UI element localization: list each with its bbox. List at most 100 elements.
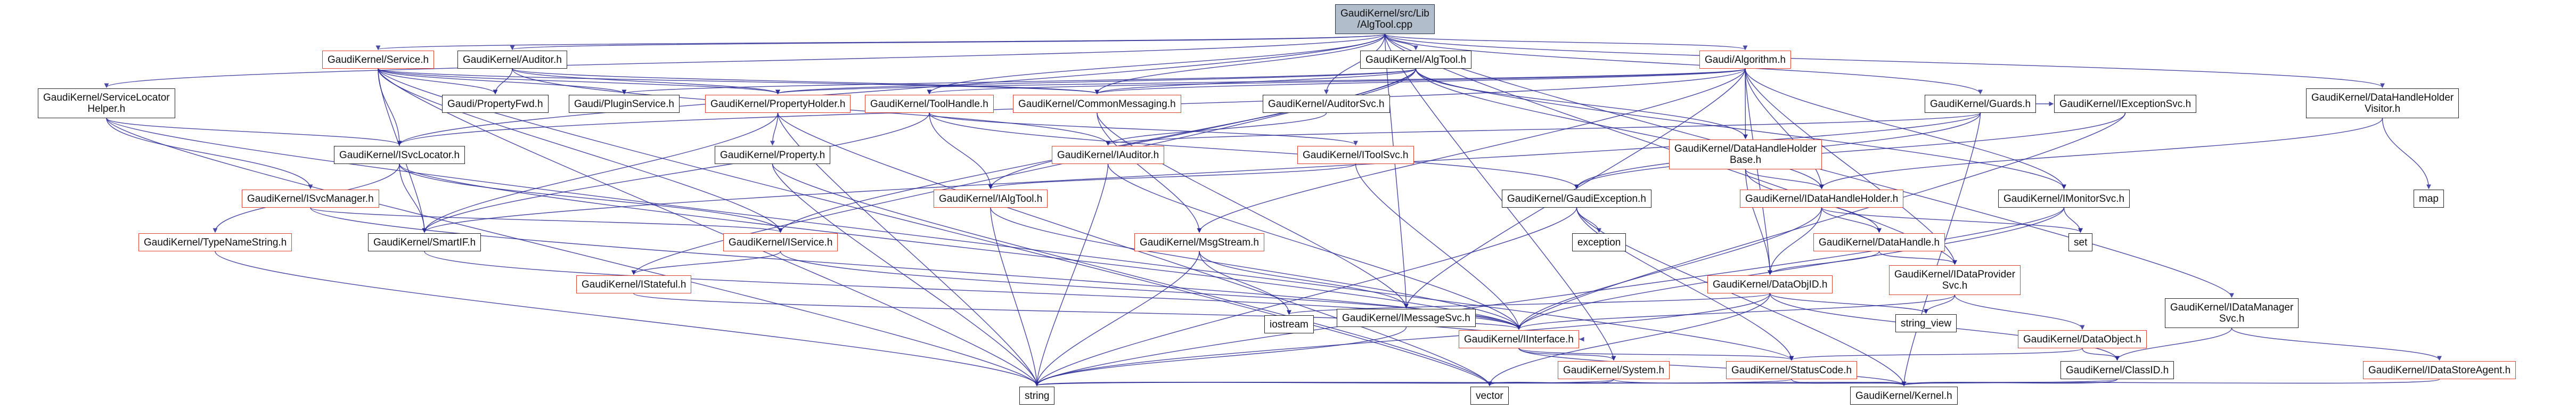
graph-node-auditor[interactable]: GaudiKernel/Auditor.h: [457, 51, 567, 69]
graph-node-label: vector: [1476, 390, 1503, 402]
graph-node-label: GaudiKernel/IInterface.h: [1464, 334, 1574, 345]
graph-node-algorithm[interactable]: Gaudi/Algorithm.h: [1699, 51, 1792, 69]
graph-node-label: GaudiKernel/ToolHandle.h: [870, 99, 988, 110]
include-edge-propholder-to-property: [770, 112, 779, 146]
include-edge-imessagesvc-to-string: [1034, 326, 1407, 387]
graph-node-isvclocator[interactable]: GaudiKernel/ISvcLocator.h: [334, 146, 465, 165]
include-edge-datahandle-to-idataprovidersvc: [1878, 251, 1957, 265]
graph-node-label: GaudiKernel/Guards.h: [1930, 99, 2031, 110]
include-edge-iservice-to-istateful: [631, 251, 781, 275]
graph-node-string_view[interactable]: string_view: [1895, 314, 1957, 333]
graph-node-service[interactable]: GaudiKernel/Service.h: [322, 51, 435, 69]
graph-node-root: GaudiKernel/src/Lib/AlgTool.cpp: [1335, 4, 1435, 34]
include-edge-algorithm-to-imessagesvc: [1404, 68, 1746, 309]
graph-node-label: GaudiKernel/DataObjID.h: [1713, 279, 1828, 290]
include-edge-root-to-commonmsg: [1094, 34, 1386, 95]
graph-node-gaudiexception[interactable]: GaudiKernel/GaudiException.h: [1502, 190, 1651, 208]
include-edge-ialgtool-to-string: [990, 207, 1040, 387]
graph-node-propfwd[interactable]: Gaudi/PropertyFwd.h: [442, 95, 549, 113]
graph-node-classid[interactable]: GaudiKernel/ClassID.h: [2060, 361, 2174, 380]
graph-node-propholder[interactable]: GaudiKernel/PropertyHolder.h: [705, 95, 851, 113]
include-edge-dhholderbase-to-dataobjid: [1745, 169, 1773, 275]
include-edge-auditor-to-propfwd: [493, 68, 513, 95]
include-edge-gaudiexception-to-exception: [1576, 207, 1602, 233]
graph-node-toolhandle[interactable]: GaudiKernel/ToolHandle.h: [865, 95, 994, 113]
graph-node-label: Gaudi/Algorithm.h: [1705, 54, 1786, 66]
graph-node-istateful[interactable]: GaudiKernel/IStateful.h: [576, 275, 692, 294]
include-edge-algorithm-to-idhholder: [1745, 68, 1825, 190]
include-edge-svclochelper-to-isvcmanager: [106, 118, 313, 190]
graph-node-statuscode[interactable]: GaudiKernel/StatusCode.h: [1726, 361, 1858, 380]
graph-node-auditorsvc[interactable]: GaudiKernel/AuditorSvc.h: [1263, 95, 1390, 113]
include-edge-system-to-string: [1034, 379, 1614, 387]
include-edge-guards-to-smartif: [422, 112, 1981, 233]
graph-node-label: GaudiKernel/IDataProvider: [1894, 269, 2016, 280]
graph-node-system[interactable]: GaudiKernel/System.h: [1558, 361, 1670, 380]
graph-node-map[interactable]: map: [2414, 190, 2444, 208]
include-edge-service-to-propholder: [378, 68, 780, 95]
graph-node-label: GaudiKernel/IAlgTool.h: [939, 193, 1043, 204]
include-edge-idhholder-to-datahandle: [1821, 207, 1882, 233]
graph-node-iexceptionsvc[interactable]: GaudiKernel/IExceptionSvc.h: [2054, 95, 2197, 113]
include-edge-datahandle-to-dataobjid: [1768, 251, 1880, 275]
include-edge-algorithm-to-imonitorsvc: [1745, 68, 2066, 190]
include-edge-service-to-vector: [378, 68, 1492, 387]
graph-node-set[interactable]: set: [2068, 233, 2093, 252]
include-edge-msgstream-to-iostream: [1199, 251, 1292, 315]
include-edge-toolhandle-to-smartif: [422, 112, 930, 233]
include-edge-isvclocator-to-smartif: [399, 163, 427, 233]
include-edge-property-to-vector: [772, 163, 1492, 387]
include-edge-root-to-imessagesvc: [1384, 34, 1409, 309]
graph-node-iservice[interactable]: GaudiKernel/IService.h: [723, 233, 838, 252]
include-edge-algtool_h-to-dhholderbase: [1415, 68, 1748, 140]
graph-node-algtool_h[interactable]: GaudiKernel/AlgTool.h: [1360, 51, 1472, 69]
include-edge-algorithm-to-dataobjid: [1745, 68, 1773, 275]
graph-node-label: string: [1025, 390, 1050, 402]
include-edge-idataprovidersvc-to-dataobject: [1954, 295, 2085, 330]
include-edge-idataprovidersvc-to-string_view: [1923, 295, 1956, 314]
graph-node-smartif[interactable]: GaudiKernel/SmartIF.h: [368, 233, 481, 252]
include-edge-root-to-dhholdervisitor: [1384, 34, 2385, 88]
graph-node-iostream[interactable]: iostream: [1264, 315, 1314, 334]
graph-node-label: GaudiKernel/Property.h: [720, 150, 825, 161]
graph-node-msgstream[interactable]: GaudiKernel/MsgStream.h: [1134, 233, 1264, 252]
include-edge-auditorsvc-to-iauditor: [1106, 112, 1327, 146]
graph-node-datahandle[interactable]: GaudiKernel/DataHandle.h: [1813, 233, 1945, 252]
graph-node-string[interactable]: string: [1019, 387, 1055, 405]
include-edge-guards-to-iauditor: [1106, 112, 1981, 146]
include-edge-imonitorsvc-to-set: [2063, 207, 2083, 233]
graph-node-iauditor[interactable]: GaudiKernel/IAuditor.h: [1052, 146, 1165, 165]
include-edge-msgstream-to-imessagesvc: [1199, 251, 1409, 309]
graph-node-imonitorsvc[interactable]: GaudiKernel/IMonitorSvc.h: [1998, 190, 2130, 208]
graph-node-iinterface[interactable]: GaudiKernel/IInterface.h: [1459, 330, 1579, 349]
graph-node-label: Svc.h: [2219, 313, 2245, 325]
graph-node-isvcmanager[interactable]: GaudiKernel/ISvcManager.h: [242, 190, 379, 208]
include-edge-algorithm-to-toolhandle: [927, 68, 1746, 95]
graph-node-commonmsg[interactable]: GaudiKernel/CommonMessaging.h: [1013, 95, 1181, 113]
include-edge-gaudiexception-to-string: [1034, 207, 1577, 387]
graph-node-label: GaudiKernel/IAuditor.h: [1057, 150, 1159, 161]
graph-node-property[interactable]: GaudiKernel/Property.h: [715, 146, 831, 165]
graph-node-imessagesvc[interactable]: GaudiKernel/IMessageSvc.h: [1337, 309, 1476, 328]
graph-node-label: Helper.h: [87, 103, 126, 115]
graph-node-pluginsvc[interactable]: Gaudi/PluginService.h: [569, 95, 680, 113]
graph-node-itoolsvc[interactable]: GaudiKernel/IToolSvc.h: [1297, 146, 1414, 165]
graph-node-dataobjid[interactable]: GaudiKernel/DataObjID.h: [1707, 275, 1833, 294]
include-edge-statuscode-to-kernel: [1791, 379, 1907, 387]
graph-node-guards[interactable]: GaudiKernel/Guards.h: [1925, 95, 2037, 113]
graph-node-dataobject[interactable]: GaudiKernel/DataObject.h: [2018, 330, 2147, 349]
graph-node-kernel[interactable]: GaudiKernel/Kernel.h: [1850, 387, 1958, 405]
graph-node-idatastoreagent[interactable]: GaudiKernel/IDataStoreAgent.h: [2363, 361, 2516, 380]
graph-node-vector[interactable]: vector: [1470, 387, 1509, 405]
include-edge-root-to-algtool_h: [1384, 34, 1419, 51]
graph-node-ialgtool[interactable]: GaudiKernel/IAlgTool.h: [934, 190, 1048, 208]
graph-node-exception[interactable]: exception: [1572, 233, 1626, 252]
graph-node-idhholder[interactable]: GaudiKernel/IDataHandleHolder.h: [1740, 190, 1904, 208]
graph-node-typenamestring[interactable]: GaudiKernel/TypeNameString.h: [138, 233, 292, 252]
include-edge-toolhandle-to-itoolsvc: [929, 112, 1358, 146]
